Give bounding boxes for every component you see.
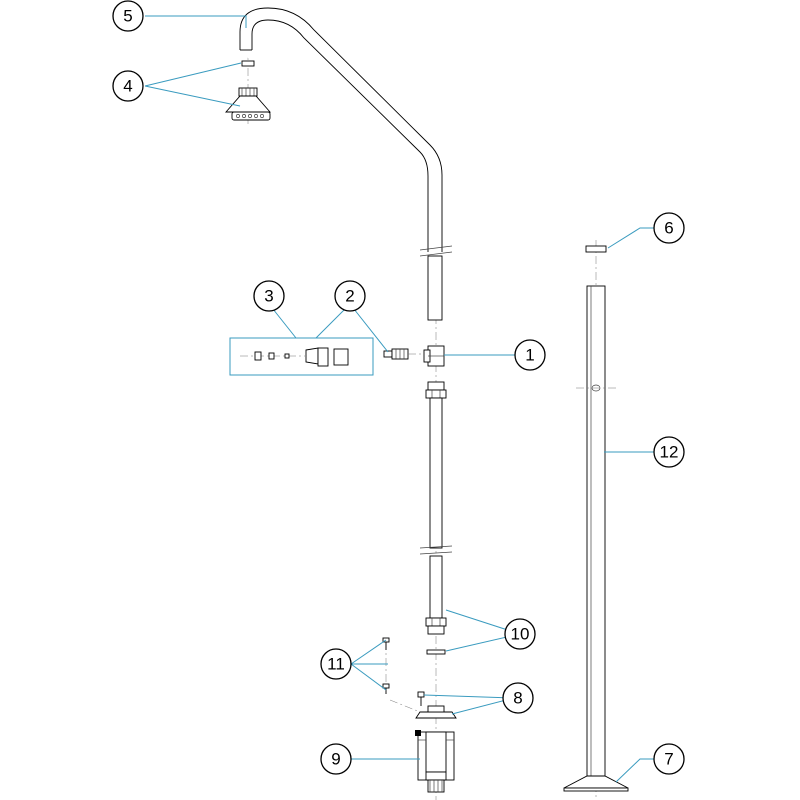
callout-4: 4: [112, 70, 144, 102]
column-post: [576, 285, 616, 777]
callout-10: 10: [504, 618, 536, 650]
callout-2-label: 2: [345, 287, 354, 306]
callout-12-label: 12: [660, 443, 679, 462]
callout-1-label: 1: [525, 346, 534, 365]
gooseneck-pipe: [239, 7, 453, 321]
callout-8: 8: [502, 682, 534, 714]
callout-4-label: 4: [123, 77, 132, 96]
flex-hose: [419, 381, 453, 655]
callout-9-label: 9: [331, 750, 340, 769]
callout-2: 2: [334, 280, 366, 312]
valve-cartridge: [383, 348, 424, 360]
post-base-plate: [563, 775, 629, 792]
callout-6: 6: [653, 212, 685, 244]
shower-head: [225, 60, 271, 121]
callout-5: 5: [112, 0, 144, 32]
callout-7-label: 7: [664, 750, 673, 769]
ground-anchor: [415, 730, 455, 793]
callout-5-label: 5: [123, 7, 132, 26]
valve-kit-box: [229, 337, 374, 376]
callout-11-label: 11: [327, 655, 345, 674]
callout-8-label: 8: [513, 689, 522, 708]
callout-11: 11: [320, 648, 352, 680]
post-cap: [585, 245, 607, 253]
callout-3-label: 3: [264, 287, 273, 306]
tee-fitting: [423, 345, 445, 367]
callout-6-label: 6: [664, 219, 673, 238]
callout-7: 7: [653, 743, 685, 775]
base-flange: [415, 691, 457, 719]
callout-1: 1: [514, 339, 546, 371]
callout-3: 3: [253, 280, 285, 312]
callout-9: 9: [320, 743, 352, 775]
callout-12: 12: [653, 436, 685, 468]
callout-10-label: 10: [511, 625, 530, 644]
fixing-screws: [382, 637, 421, 713]
